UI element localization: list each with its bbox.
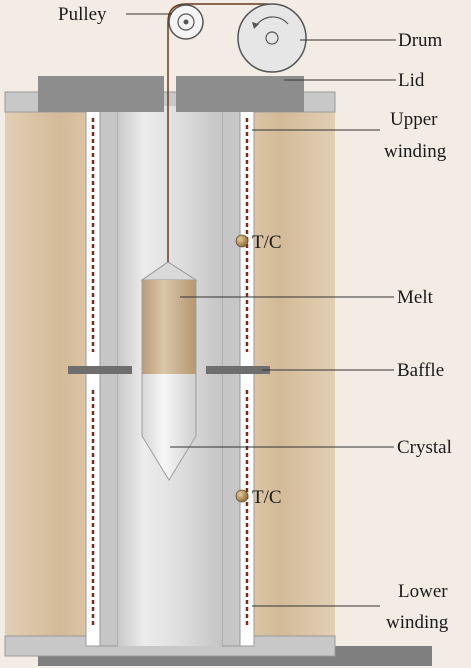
label-lid: Lid [398,70,425,91]
label-pulley: Pulley [58,4,107,25]
label-lower-winding-line2: winding [386,612,449,633]
label-melt: Melt [397,287,434,308]
label-drum: Drum [398,30,443,51]
thermocouple-upper [235,234,249,248]
baffle-right [206,366,270,374]
right-inner-wall [221,105,241,647]
leader-lines [126,13,396,607]
label-tc-lower: T/C [252,487,282,508]
label-crystal: Crystal [397,437,452,458]
baffle-left [68,366,132,374]
lid-left [38,76,164,112]
label-baffle: Baffle [397,360,444,381]
thermocouple-lower [235,489,249,503]
label-upper-winding-line1: Upper [390,109,438,130]
label-upper-winding-line2: winding [384,141,447,162]
left-inner-wall [99,105,119,647]
crystal-region [142,374,196,436]
melt-region [142,280,196,374]
label-lower-winding-line1: Lower [398,581,448,602]
pulley-icon [168,4,204,40]
drum-icon [237,3,307,73]
label-tc-upper: T/C [252,232,282,253]
lid-right [176,76,304,112]
